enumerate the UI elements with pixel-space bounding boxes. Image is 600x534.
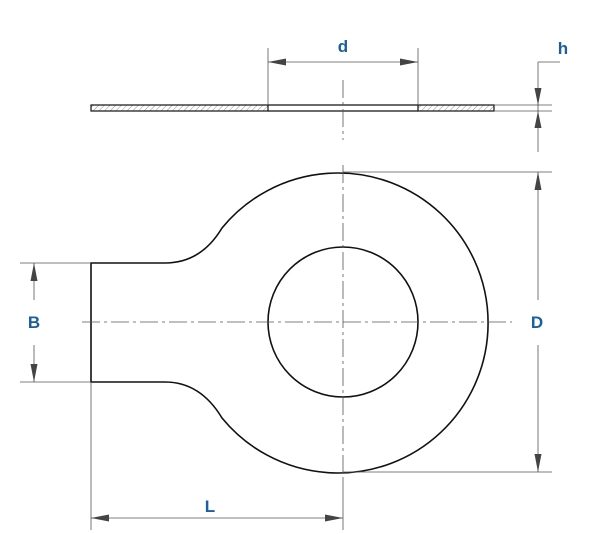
label-d: d [338,37,348,56]
dimension-h: h [494,39,568,152]
dimension-L: L [90,382,344,530]
side-view-section-right [417,104,495,112]
dimension-D: D [343,171,552,473]
label-B: B [28,313,40,332]
label-L: L [205,497,215,516]
washer-outline [90,172,489,474]
dimension-d: d [267,37,419,105]
label-D: D [531,313,543,332]
top-view [82,165,512,478]
label-h: h [558,39,568,58]
dimension-B: B [20,262,91,383]
side-view-section-left [90,104,269,112]
side-view [90,80,495,140]
